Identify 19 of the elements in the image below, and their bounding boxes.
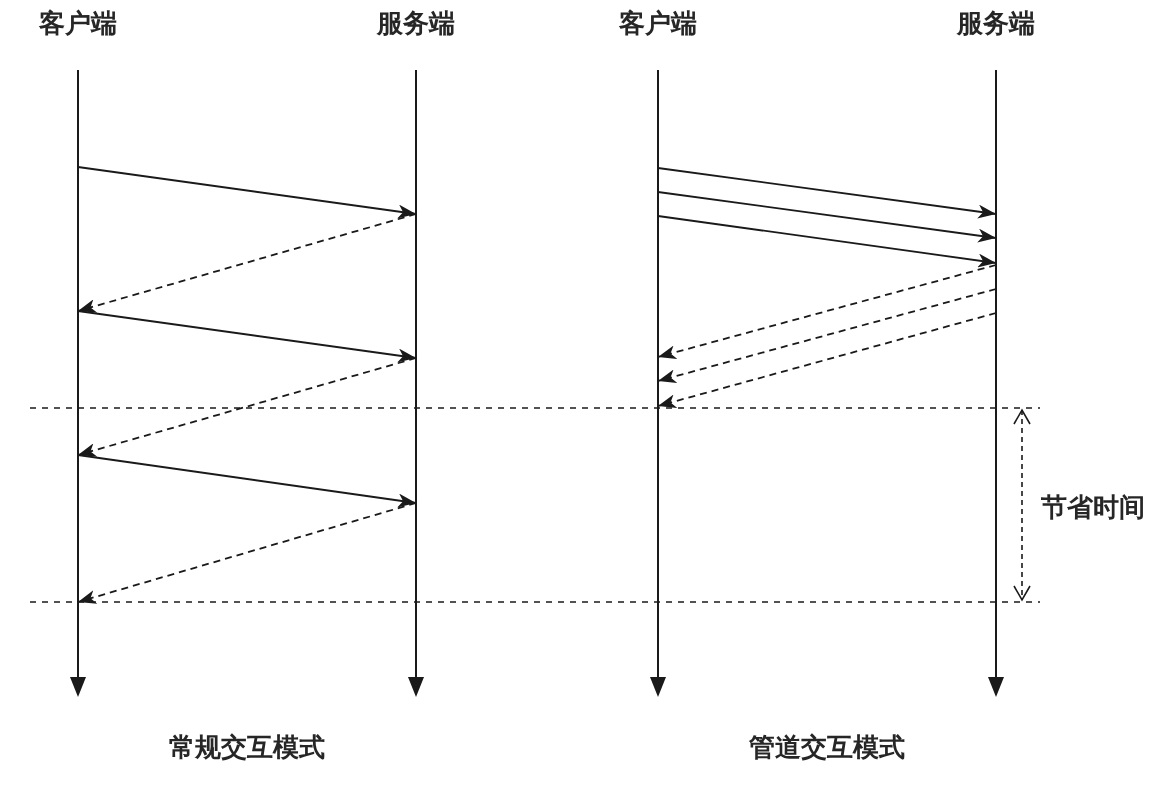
- dimension-label: 节省时间: [1041, 491, 1145, 524]
- participant-label: 服务端: [377, 7, 455, 40]
- dashed-arrow: [657, 288, 997, 384]
- arrow: [77, 166, 417, 219]
- diagram-caption: 管道交互模式: [749, 731, 905, 764]
- dashed-arrow: [657, 264, 997, 360]
- participant-label: 服务端: [957, 7, 1035, 40]
- dashed-arrow: [77, 502, 417, 604]
- arrow: [657, 167, 997, 219]
- dashed-arrow: [77, 357, 417, 457]
- dashed-arrow: [657, 312, 997, 408]
- dashed-arrow: [77, 213, 417, 313]
- arrow: [657, 191, 997, 243]
- arrow: [77, 454, 417, 508]
- diagram-caption: 常规交互模式: [169, 731, 325, 764]
- participant-label: 客户端: [39, 7, 117, 40]
- participant-label: 客户端: [619, 7, 697, 40]
- arrow: [77, 310, 417, 363]
- arrow: [657, 215, 997, 268]
